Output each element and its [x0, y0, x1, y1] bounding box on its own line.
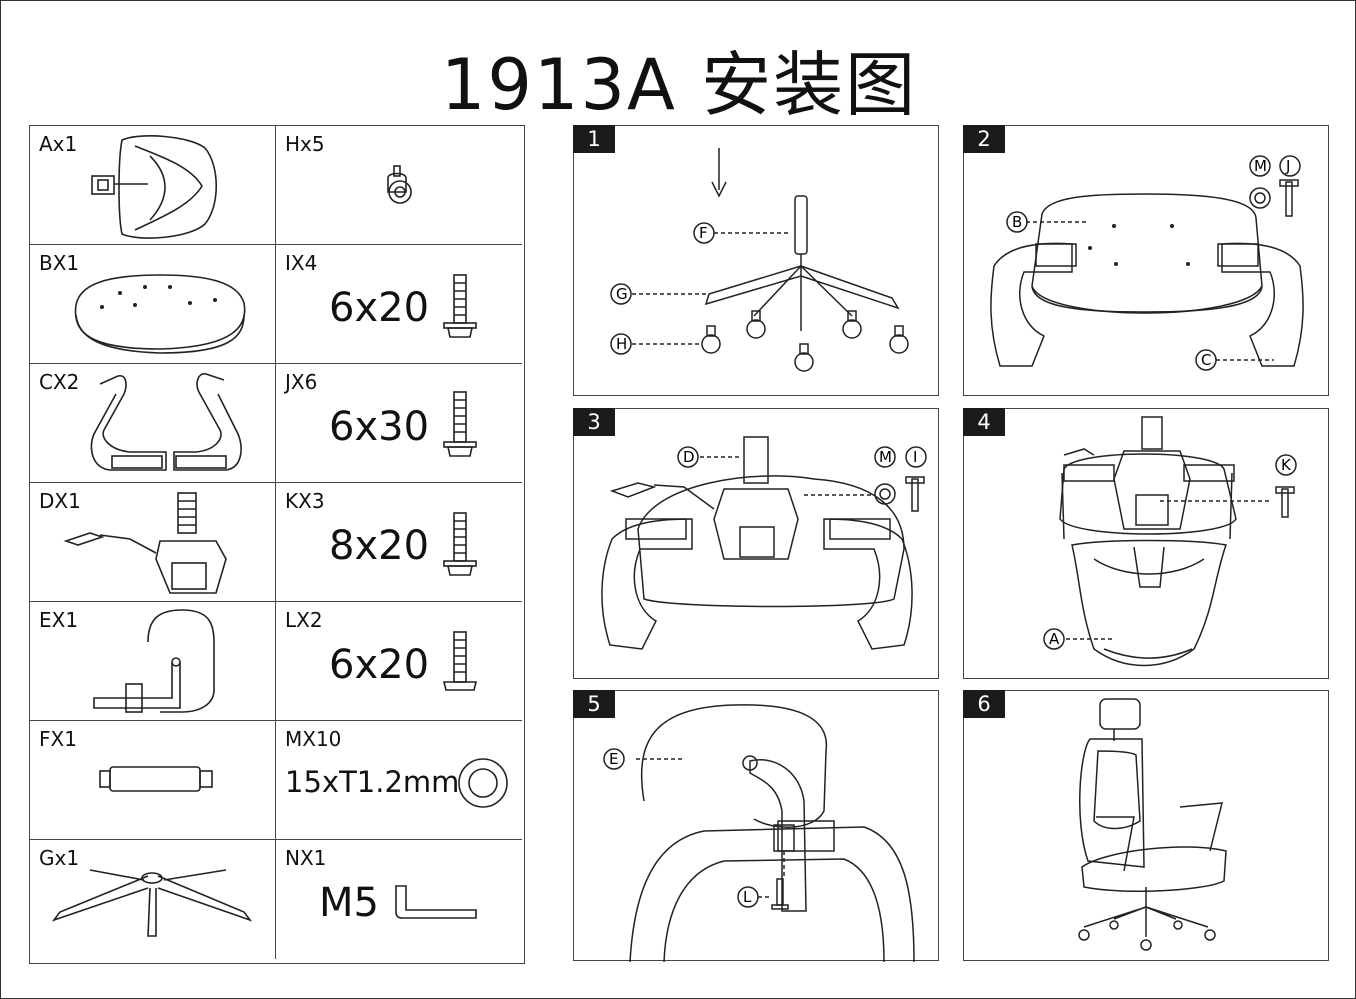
part-n: NX1 M5: [276, 840, 522, 959]
part-label: MX10: [285, 727, 342, 751]
callout-label: D: [683, 448, 695, 466]
seat-armrest-illustration: M J B C: [990, 155, 1304, 371]
part-j: JX6 6x30: [276, 364, 522, 483]
step-number: 2: [963, 125, 1005, 153]
part-l: LX2 6x20: [276, 602, 522, 721]
allen-key-icon: [395, 885, 477, 919]
callout-label: H: [616, 335, 627, 353]
part-label: Hx5: [285, 132, 325, 156]
callout-label: K: [1281, 456, 1292, 474]
backrest-install-illustration: K A: [1043, 416, 1297, 667]
part-e: EX1: [30, 602, 276, 721]
part-label: CX2: [39, 370, 80, 394]
part-g: Gx1: [30, 840, 276, 959]
screw-icon: [442, 631, 478, 691]
part-m: MX10 15xT1.2mm: [276, 721, 522, 840]
part-label: FX1: [39, 727, 77, 751]
headrest-install-illustration: E L: [603, 704, 915, 962]
part-label: Ax1: [39, 132, 78, 156]
part-d: DX1: [30, 483, 276, 602]
callout-label: J: [1285, 157, 1290, 175]
callout-label: I: [913, 448, 917, 466]
part-label: KX3: [285, 489, 325, 513]
caster-wheel-icon: [701, 325, 721, 354]
callout-label: E: [609, 750, 618, 768]
part-h: Hx5: [276, 126, 522, 245]
part-spec: 8x20: [329, 523, 430, 569]
part-spec: 6x20: [329, 642, 430, 688]
part-label: EX1: [39, 608, 79, 632]
seat-mechanism-icon: [63, 492, 227, 594]
step-2-panel: 2: [963, 125, 1329, 396]
part-label: Gx1: [39, 846, 80, 870]
part-c: CX2: [30, 364, 276, 483]
part-i: IX4 6x20: [276, 245, 522, 364]
gas-lift-icon: [99, 766, 213, 792]
part-label: IX4: [285, 251, 318, 275]
callout-label: A: [1049, 630, 1060, 648]
part-spec: M5: [319, 880, 379, 926]
step-number: 1: [573, 125, 615, 153]
part-b: BX1: [30, 245, 276, 364]
star-base-icon: [51, 869, 253, 937]
part-spec: 15xT1.2mm: [285, 765, 460, 799]
finished-chair-illustration: [1078, 698, 1227, 951]
step-1-panel: 1 F G: [573, 125, 939, 396]
armrest-bracket-icon: [90, 373, 242, 471]
base-assembly-illustration: F G H: [610, 148, 909, 372]
screw-icon: [443, 512, 477, 576]
part-k: KX3 8x20: [276, 483, 522, 602]
part-a: Ax1: [30, 126, 276, 245]
page-title: 1913A 安装图: [440, 44, 918, 126]
callout-label: B: [1012, 213, 1022, 231]
callout-label: M: [1254, 157, 1267, 175]
step-number: 6: [963, 690, 1005, 718]
part-label: JX6: [285, 370, 318, 394]
part-spec: 6x20: [329, 285, 430, 331]
seat-icon: [74, 274, 246, 354]
mechanism-install-illustration: D M I: [601, 436, 927, 650]
screw-icon: [443, 274, 477, 338]
caster-wheel-icon: [387, 165, 412, 204]
step-number: 5: [573, 690, 615, 718]
callout-label: G: [616, 285, 628, 303]
step-5-panel: 5 E L: [573, 690, 939, 962]
washer-icon: [458, 758, 508, 808]
step-number: 3: [573, 408, 615, 436]
part-spec: 6x30: [329, 404, 430, 450]
part-label: DX1: [39, 489, 81, 513]
screw-icon: [443, 391, 477, 457]
part-f: FX1: [30, 721, 276, 840]
headrest-icon: [93, 609, 215, 713]
part-label: LX2: [285, 608, 323, 632]
callout-label: C: [1201, 351, 1211, 369]
backrest-frame-icon: [91, 135, 218, 239]
callout-label: M: [879, 448, 892, 466]
callout-label: L: [743, 888, 752, 906]
step-4-panel: 4 K A: [963, 408, 1329, 679]
parts-list: Ax1 Hx5: [29, 125, 525, 964]
step-number: 4: [963, 408, 1005, 436]
step-3-panel: 3 D: [573, 408, 939, 679]
step-6-panel: 6: [963, 690, 1329, 961]
part-label: NX1: [285, 846, 327, 870]
part-label: BX1: [39, 251, 80, 275]
callout-label: F: [699, 224, 708, 242]
